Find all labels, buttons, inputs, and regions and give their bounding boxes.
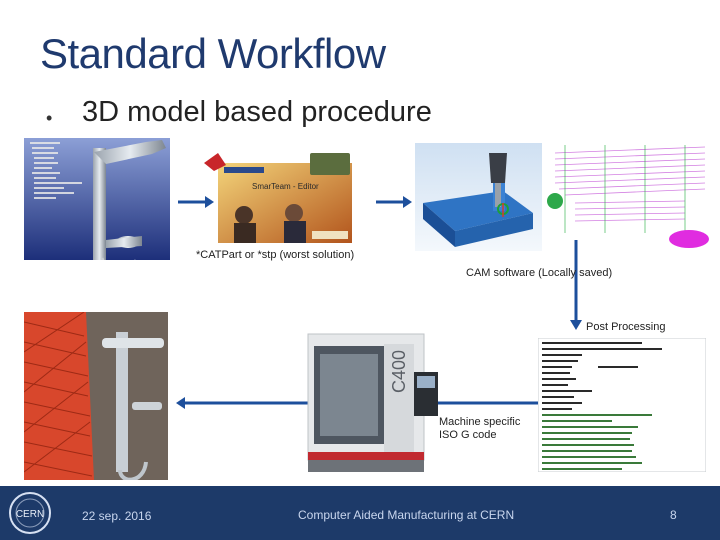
cern-logo-icon: CERN bbox=[9, 492, 51, 534]
cad-model-image bbox=[24, 138, 170, 260]
pdm-editor-image: SmarTeam - Editor bbox=[204, 153, 352, 243]
slide-title: Standard Workflow bbox=[40, 30, 386, 77]
arrow-down-icon bbox=[570, 240, 582, 330]
bullet-text: 3D model based procedure bbox=[82, 96, 432, 128]
post-processing-caption: Post Processing bbox=[586, 321, 666, 333]
cnc-machine-image: C400 bbox=[307, 333, 438, 472]
gcode-listing-image bbox=[538, 338, 706, 472]
cam-software-caption: CAM software (Locally saved) bbox=[466, 267, 613, 279]
page-number: 8 bbox=[670, 508, 677, 522]
footer-center-text: Computer Aided Manufacturing at CERN bbox=[298, 508, 515, 522]
cam-wireframe-image bbox=[545, 143, 713, 251]
bullet-icon: • bbox=[46, 108, 53, 128]
machine-code-caption-line1: Machine specific bbox=[439, 416, 521, 428]
cam-toolpath-image bbox=[415, 143, 542, 251]
machine-model-label: C400 bbox=[389, 350, 409, 393]
pdm-editor-caption: SmarTeam - Editor bbox=[252, 182, 319, 191]
machine-code-caption-line2: ISO G code bbox=[439, 429, 497, 441]
footer-date: 22 sep. 2016 bbox=[82, 509, 152, 523]
arrow-right-icon-2 bbox=[376, 196, 412, 208]
footer-bar: CERN 22 sep. 2016 Computer Aided Manufac… bbox=[0, 486, 720, 540]
file-format-caption: *CATPart or *stp (worst solution) bbox=[196, 249, 355, 261]
arrow-right-icon-1 bbox=[178, 196, 214, 208]
machined-part-photo bbox=[24, 312, 168, 480]
cern-logo-text: CERN bbox=[16, 509, 44, 520]
